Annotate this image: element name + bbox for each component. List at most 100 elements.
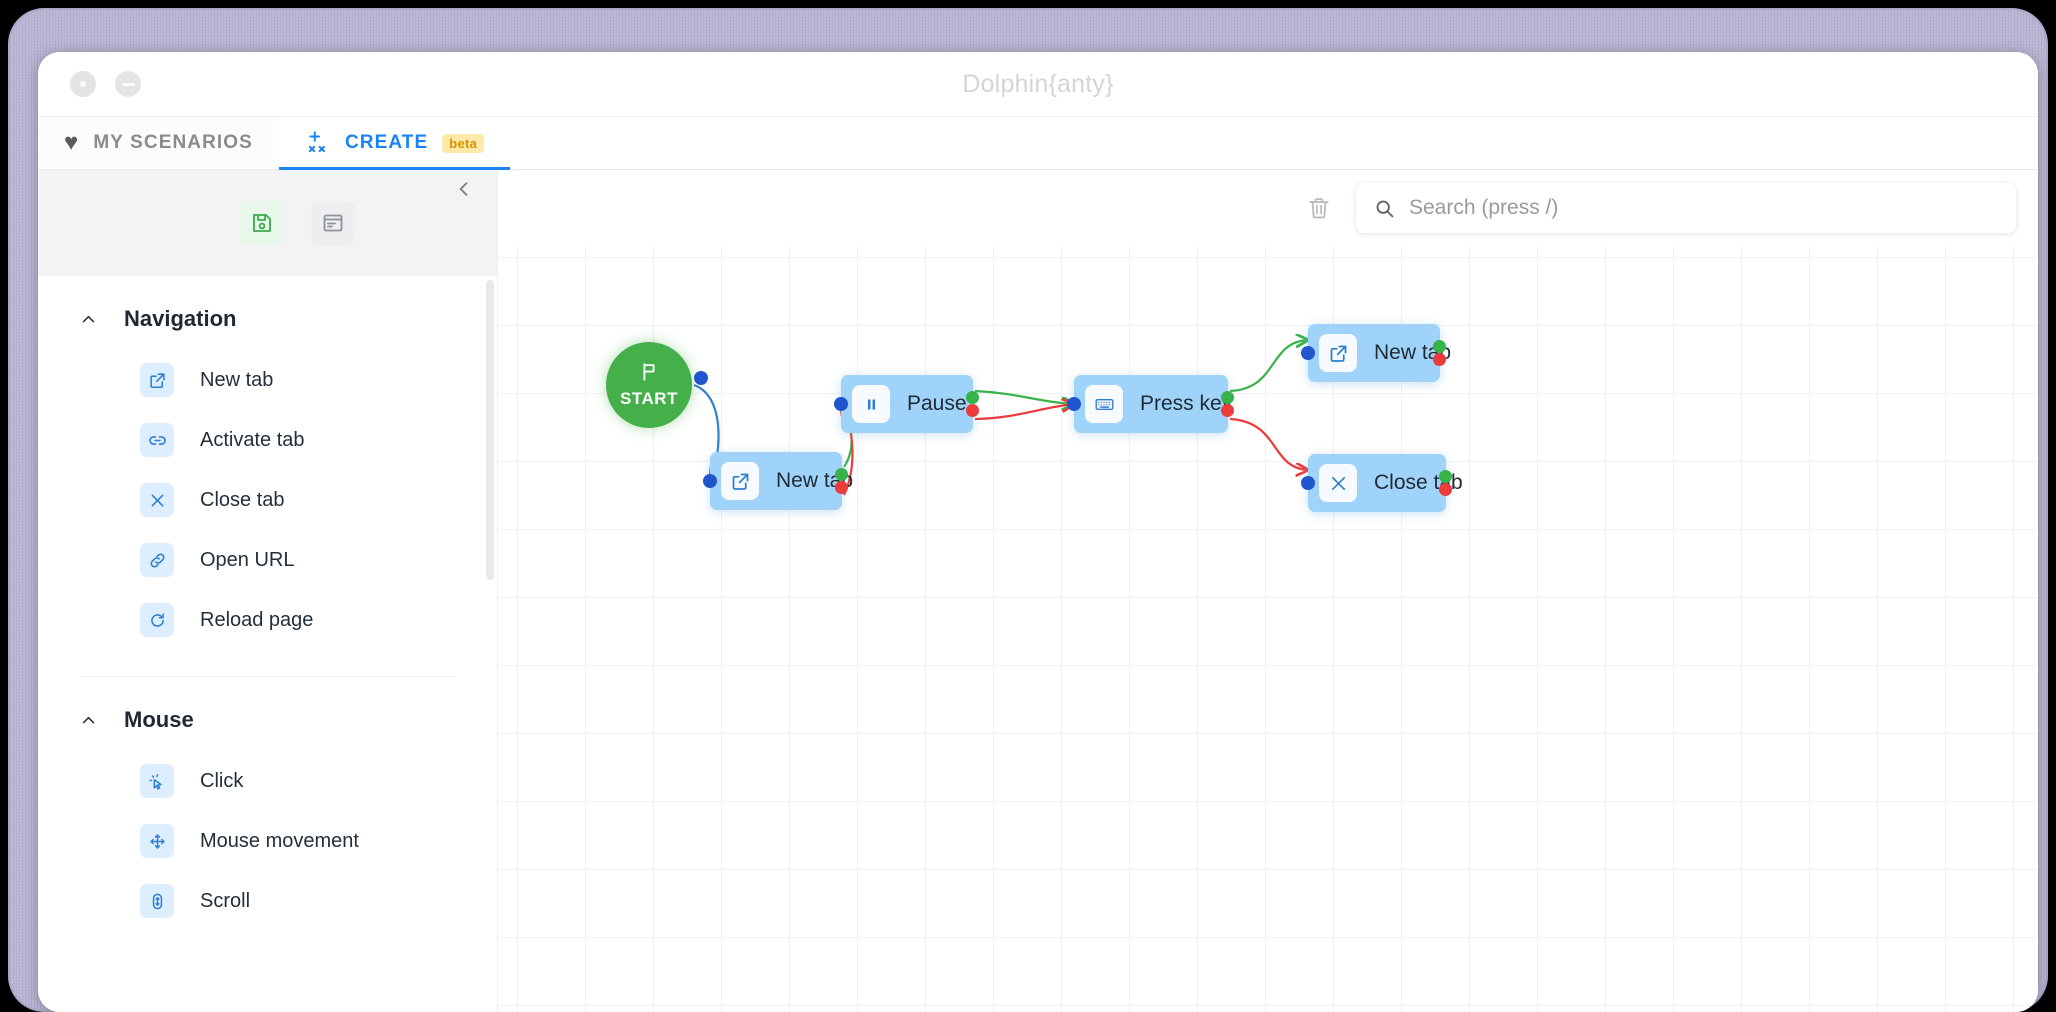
- sidebar-item-open-url-label: Open URL: [200, 549, 295, 572]
- sparkle-icon: [305, 130, 331, 156]
- canvas-toolbar: [498, 170, 2038, 246]
- sidebar-scroll-area[interactable]: Navigation: [38, 276, 497, 1012]
- sidebar: Navigation: [38, 170, 498, 1012]
- canvas-area: START New tab: [498, 170, 2038, 1012]
- keyboard-icon: [1085, 385, 1123, 423]
- save-scenario-button[interactable]: [240, 201, 284, 245]
- sidebar-item-scroll[interactable]: Scroll: [38, 871, 497, 931]
- sidebar-toolbar: [38, 170, 497, 276]
- external-link-icon: [140, 363, 174, 397]
- port-new-tab-1-in[interactable]: [703, 474, 717, 488]
- chain-link-icon: [140, 543, 174, 577]
- sidebar-item-mouse-movement-label: Mouse movement: [200, 830, 359, 853]
- page-title: Dolphin{anty}: [38, 70, 2038, 99]
- trash-icon: [1306, 195, 1332, 221]
- port-pause-error[interactable]: [966, 404, 979, 417]
- window-frame: Dolphin{anty} ♥ MY SCENARIOS: [10, 10, 2046, 1010]
- port-press-key-success[interactable]: [1221, 391, 1234, 404]
- flow-node-close-tab[interactable]: Close tab: [1308, 454, 1446, 512]
- status-badge: beta: [442, 134, 484, 153]
- sidebar-item-click-label: Click: [200, 770, 243, 793]
- x-icon: [140, 483, 174, 517]
- sidebar-group-navigation-header[interactable]: Navigation: [38, 276, 497, 340]
- document-icon: [321, 211, 345, 235]
- port-press-key-in[interactable]: [1067, 397, 1081, 411]
- sidebar-group-navigation-items: New tab: [38, 340, 497, 650]
- notes-button[interactable]: [311, 201, 355, 245]
- sidebar-group-navigation-title: Navigation: [124, 306, 236, 332]
- search-box[interactable]: [1356, 183, 2016, 233]
- sidebar-item-reload-page[interactable]: Reload page: [38, 590, 497, 650]
- edge-press-key-error-to-close-tab: [1230, 419, 1308, 470]
- edge-pause-error-to-press-key: [975, 404, 1074, 419]
- port-new-tab-2-error[interactable]: [1433, 353, 1446, 366]
- heart-icon: ♥: [64, 131, 79, 155]
- external-link-icon: [1319, 334, 1357, 372]
- sidebar-item-open-url[interactable]: Open URL: [38, 530, 497, 590]
- tab-create[interactable]: CREATE beta: [279, 117, 510, 169]
- flow-node-press-key-label: Press key: [1140, 392, 1232, 416]
- port-start-out[interactable]: [694, 371, 708, 385]
- flow-node-pause[interactable]: Pause: [841, 375, 973, 433]
- tab-my-scenarios[interactable]: ♥ MY SCENARIOS: [38, 117, 279, 169]
- title-bar: Dolphin{anty}: [38, 52, 2038, 116]
- chevron-left-icon: [454, 179, 474, 199]
- port-pause-in[interactable]: [834, 397, 848, 411]
- flag-icon: [638, 361, 660, 387]
- port-pause-success[interactable]: [966, 391, 979, 404]
- app-window: Dolphin{anty} ♥ MY SCENARIOS: [38, 52, 2038, 1012]
- sidebar-item-click[interactable]: Click: [38, 751, 497, 811]
- cursor-click-icon: [140, 764, 174, 798]
- flow-node-start-label: START: [620, 389, 678, 409]
- edge-pause-success-to-press-key: [975, 391, 1074, 404]
- flow-node-press-key[interactable]: Press key: [1074, 375, 1228, 433]
- move-arrows-icon: [140, 824, 174, 858]
- sidebar-item-new-tab[interactable]: New tab: [38, 350, 497, 410]
- external-link-icon: [721, 462, 759, 500]
- flow-node-new-tab-2[interactable]: New tab: [1308, 324, 1440, 382]
- port-close-tab-in[interactable]: [1301, 476, 1315, 490]
- sidebar-group-mouse: Mouse Cl: [38, 677, 497, 931]
- port-new-tab-2-in[interactable]: [1301, 346, 1315, 360]
- flow-node-start[interactable]: START: [606, 342, 692, 428]
- search-input[interactable]: [1409, 196, 1998, 220]
- sidebar-item-activate-tab-label: Activate tab: [200, 429, 305, 452]
- sidebar-group-navigation: Navigation: [38, 276, 497, 677]
- link-dash-icon: [140, 423, 174, 457]
- search-icon: [1374, 198, 1395, 219]
- sidebar-item-reload-page-label: Reload page: [200, 609, 313, 632]
- tab-strip: ♥ MY SCENARIOS CREATE beta: [38, 116, 2038, 170]
- edge-press-key-success-to-new-tab: [1230, 340, 1308, 391]
- flow-canvas[interactable]: START New tab: [498, 246, 2038, 1012]
- port-new-tab-2-success[interactable]: [1433, 340, 1446, 353]
- x-icon: [1319, 464, 1357, 502]
- sidebar-item-scroll-label: Scroll: [200, 890, 250, 913]
- save-disk-icon: [250, 211, 274, 235]
- flow-node-new-tab-1[interactable]: New tab: [710, 452, 842, 510]
- port-close-tab-error[interactable]: [1439, 483, 1452, 496]
- pause-icon: [852, 385, 890, 423]
- sidebar-scrollbar[interactable]: [486, 276, 496, 1012]
- sidebar-item-activate-tab[interactable]: Activate tab: [38, 410, 497, 470]
- sidebar-item-mouse-movement[interactable]: Mouse movement: [38, 811, 497, 871]
- tab-create-label: CREATE: [345, 132, 428, 154]
- chevron-up-icon: [80, 311, 97, 332]
- port-new-tab-1-error[interactable]: [835, 481, 848, 494]
- sidebar-scrollbar-thumb[interactable]: [486, 280, 494, 580]
- tab-my-scenarios-label: MY SCENARIOS: [93, 132, 253, 154]
- delete-button[interactable]: [1302, 191, 1336, 225]
- port-new-tab-1-success[interactable]: [835, 468, 848, 481]
- flow-node-pause-label: Pause: [907, 392, 967, 416]
- sidebar-group-mouse-items: Click: [38, 741, 497, 931]
- port-press-key-error[interactable]: [1221, 404, 1234, 417]
- port-close-tab-success[interactable]: [1439, 470, 1452, 483]
- scroll-icon: [140, 884, 174, 918]
- sidebar-group-mouse-header[interactable]: Mouse: [38, 677, 497, 741]
- refresh-icon: [140, 603, 174, 637]
- collapse-sidebar-button[interactable]: [451, 176, 477, 202]
- flow-edges: [498, 246, 2038, 1012]
- sidebar-item-new-tab-label: New tab: [200, 369, 273, 392]
- sidebar-item-close-tab[interactable]: Close tab: [38, 470, 497, 530]
- sidebar-group-mouse-title: Mouse: [124, 707, 194, 733]
